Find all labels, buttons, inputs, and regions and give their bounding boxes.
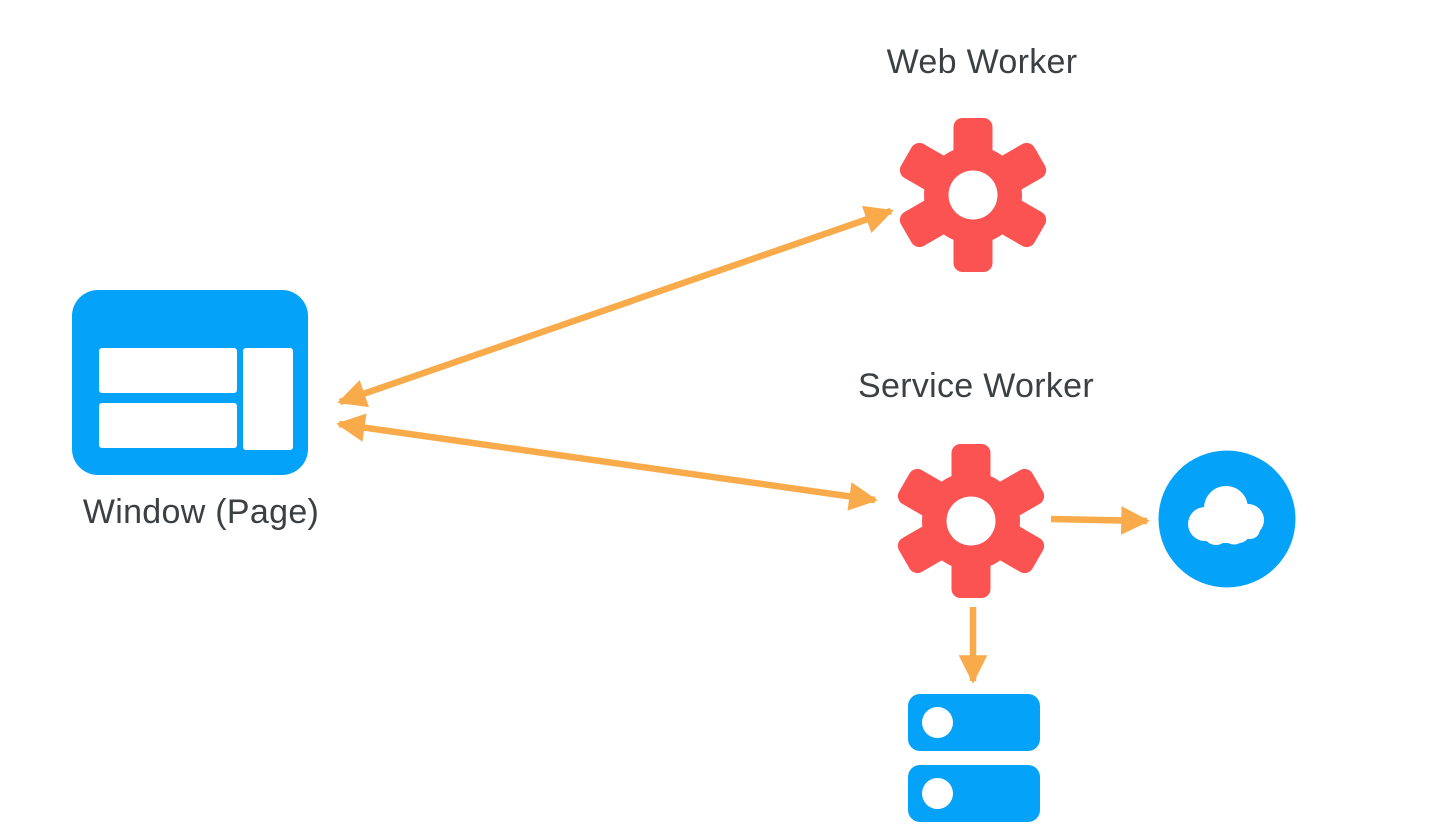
web-worker-gear-icon: [896, 118, 1050, 272]
browser-window-panes: [99, 348, 293, 450]
cloud-icon: [1158, 450, 1296, 588]
browser-window-icon: [72, 290, 308, 475]
arrow-window-serviceworker: [336, 413, 878, 511]
web-worker-label: Web Worker: [886, 43, 1078, 81]
service-worker-gear-icon: [894, 444, 1048, 598]
database-stack-icon: [908, 694, 1040, 822]
arrow-serviceworker-cloud: [1050, 506, 1150, 535]
window-page-label: Window (Page): [82, 493, 320, 531]
arrow-window-webworker: [337, 205, 894, 408]
database-disk-bottom-dot: [922, 778, 953, 809]
cloud-glyph: [1188, 486, 1264, 545]
database-disk-top-dot: [922, 707, 953, 738]
service-worker-label: Service Worker: [858, 367, 1094, 405]
